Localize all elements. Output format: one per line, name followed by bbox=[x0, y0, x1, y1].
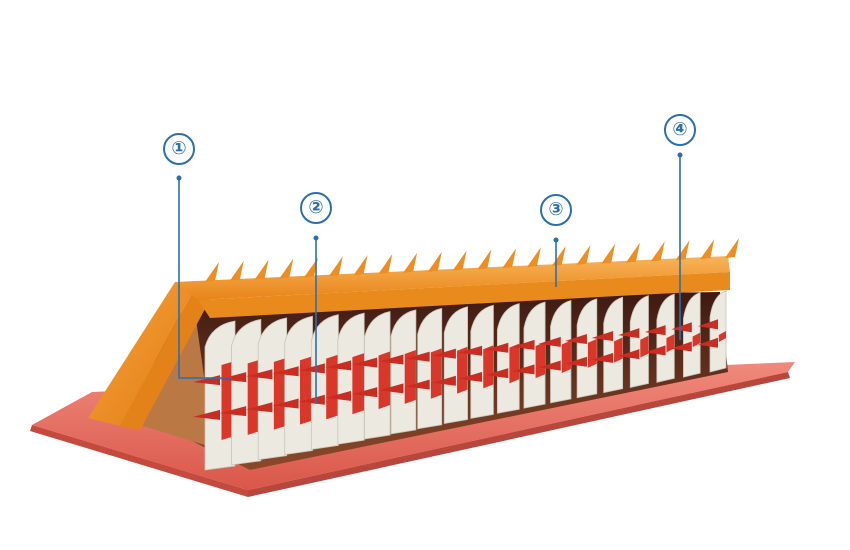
spike-icon bbox=[458, 345, 483, 356]
top-spike bbox=[502, 248, 517, 269]
spike-icon bbox=[565, 333, 587, 344]
spike-icon bbox=[432, 348, 456, 359]
leader-3-dot bbox=[553, 237, 559, 243]
spike-icon bbox=[671, 341, 692, 352]
spike-icon bbox=[671, 322, 692, 333]
top-spike bbox=[328, 256, 343, 277]
callout-4: ④ bbox=[664, 114, 696, 146]
spike-icon bbox=[538, 360, 561, 371]
spike-blocks bbox=[193, 290, 727, 471]
top-spike bbox=[601, 243, 616, 264]
top-spike bbox=[452, 250, 467, 271]
callout-3: ③ bbox=[540, 194, 572, 226]
spike-icon bbox=[246, 402, 273, 413]
top-spike bbox=[279, 258, 294, 279]
top-spike bbox=[650, 241, 665, 262]
spike-block bbox=[432, 306, 468, 425]
spike-icon bbox=[272, 366, 299, 377]
spike-block bbox=[698, 290, 727, 373]
leader-2-dot bbox=[313, 235, 319, 241]
top-spike bbox=[205, 262, 219, 282]
left-ramp-frame bbox=[88, 282, 212, 430]
top-spike bbox=[725, 238, 739, 258]
spike-icon bbox=[511, 364, 535, 375]
spike-icon bbox=[644, 325, 666, 336]
top-frame-bar bbox=[175, 238, 739, 318]
spike-block bbox=[379, 309, 417, 435]
spike-block bbox=[405, 307, 443, 430]
spike-icon bbox=[246, 369, 273, 380]
leader-4-dot bbox=[677, 152, 683, 158]
spike-icon bbox=[299, 363, 325, 374]
spike-icon bbox=[618, 328, 640, 339]
spike-icon bbox=[352, 357, 378, 368]
spike-icon bbox=[272, 398, 299, 409]
spike-icon bbox=[591, 331, 614, 342]
spike-block bbox=[352, 311, 391, 440]
spike-icon bbox=[485, 368, 509, 379]
spike-icon bbox=[432, 375, 456, 386]
top-spike bbox=[675, 240, 690, 261]
spike-block bbox=[565, 298, 598, 399]
spike-icon bbox=[379, 354, 404, 365]
spike-icon bbox=[299, 394, 325, 405]
spike-block bbox=[193, 320, 236, 471]
spike-block bbox=[299, 314, 339, 450]
spike-block bbox=[458, 304, 494, 419]
spike-icon bbox=[698, 337, 718, 348]
spike-block bbox=[671, 292, 701, 378]
top-spike bbox=[700, 239, 715, 260]
spike-block bbox=[591, 296, 624, 394]
top-spike bbox=[254, 259, 269, 280]
spike-icon bbox=[538, 336, 561, 347]
top-spike bbox=[403, 252, 418, 273]
callout-1: ① bbox=[163, 133, 195, 165]
top-spike bbox=[229, 260, 244, 281]
top-spike bbox=[576, 244, 591, 265]
spike-icon bbox=[485, 342, 509, 353]
spike-icon bbox=[458, 371, 483, 382]
spike-block bbox=[644, 293, 675, 383]
top-spike bbox=[353, 255, 368, 276]
spike-icon bbox=[352, 387, 378, 398]
spike-icon bbox=[591, 352, 614, 363]
top-spike bbox=[378, 254, 393, 274]
leader-1-dot bbox=[176, 175, 182, 181]
callout-2: ② bbox=[300, 192, 332, 224]
spike-block bbox=[485, 303, 520, 414]
top-spike bbox=[551, 246, 566, 266]
spike-icon bbox=[219, 372, 247, 383]
spike-icon bbox=[405, 379, 430, 390]
spike-block bbox=[325, 312, 365, 445]
top-spike bbox=[477, 249, 492, 270]
spike-icon bbox=[511, 339, 535, 350]
leader-1 bbox=[178, 178, 232, 379]
spike-icon bbox=[618, 349, 640, 360]
top-spikes bbox=[205, 238, 739, 282]
spike-icon bbox=[405, 351, 430, 362]
spike-block bbox=[511, 301, 546, 409]
spike-block bbox=[538, 299, 572, 404]
spike-icon bbox=[219, 406, 247, 417]
top-spike bbox=[304, 257, 319, 278]
spike-block bbox=[246, 317, 288, 461]
spike-block bbox=[618, 295, 649, 388]
top-spike bbox=[427, 251, 442, 272]
spike-icon bbox=[325, 360, 352, 371]
spike-block bbox=[219, 318, 262, 466]
spike-icon bbox=[193, 409, 220, 420]
spike-icon bbox=[644, 345, 666, 356]
callout-leaders bbox=[176, 152, 683, 404]
spike-block bbox=[272, 315, 313, 455]
spike-icon bbox=[379, 383, 404, 394]
top-spike bbox=[625, 242, 640, 263]
spike-icon bbox=[325, 390, 352, 401]
spike-icon bbox=[698, 319, 718, 330]
top-spike bbox=[526, 247, 541, 268]
spike-icon bbox=[565, 356, 587, 367]
